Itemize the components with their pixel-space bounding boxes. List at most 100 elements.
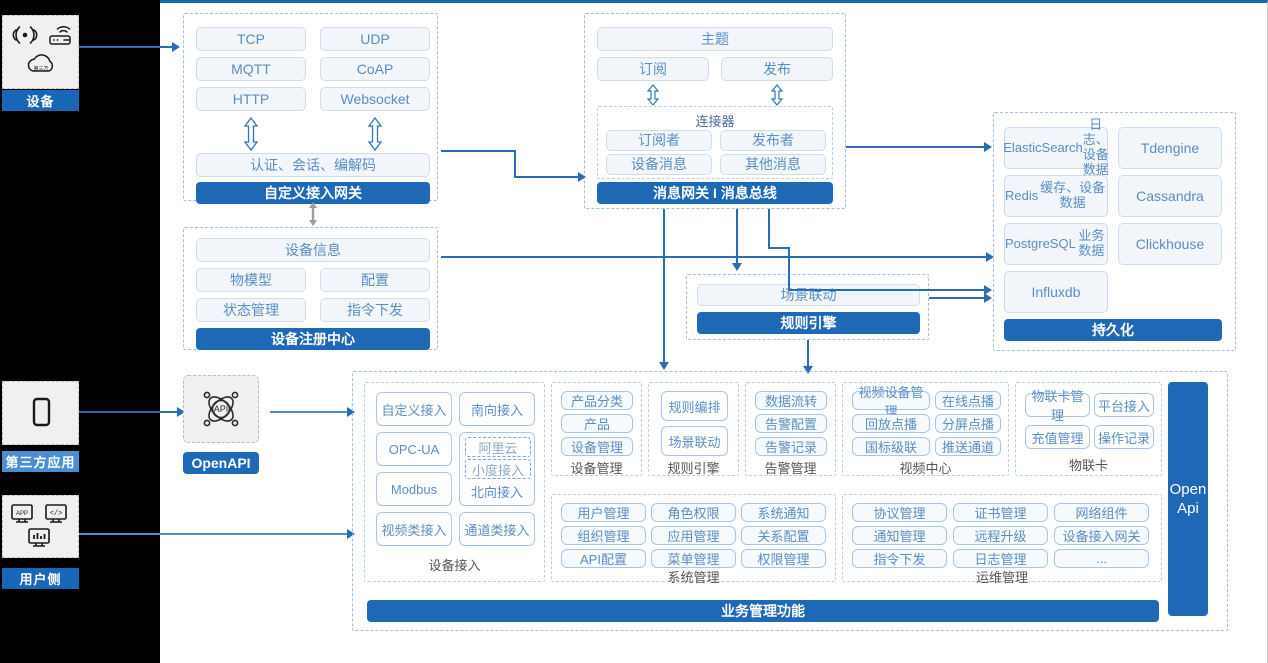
store-elasticsearch[interactable]: ElasticSearch 日志、设备数据: [1003, 117, 1109, 177]
ic-card-manage[interactable]: 物联卡管理: [1025, 389, 1090, 423]
sm-perm-manage[interactable]: 权限管理: [741, 549, 826, 568]
custom-access-gateway-bar[interactable]: 自定义接入网关: [196, 182, 430, 204]
store-cassandra[interactable]: Cassandra: [1118, 175, 1222, 217]
dm-device-manage[interactable]: 设备管理: [561, 437, 633, 456]
protocol-tcp[interactable]: TCP: [196, 27, 306, 51]
om-protocol-manage[interactable]: 协议管理: [852, 503, 947, 522]
protocol-udp[interactable]: UDP: [320, 27, 430, 51]
store-tdengine[interactable]: Tdengine: [1118, 127, 1222, 169]
message-to-rule-line: [736, 209, 738, 265]
device-icons-group: 第三方: [12, 25, 71, 72]
wifi-signal-icon: [12, 26, 37, 44]
vc-push-channel[interactable]: 推送通道: [935, 437, 1001, 456]
store-clickhouse[interactable]: Clickhouse: [1118, 223, 1222, 265]
rule-engine-bar[interactable]: 规则引擎: [697, 312, 920, 334]
om-device-gateway[interactable]: 设备接入网关: [1054, 526, 1149, 545]
connector-publisher[interactable]: 发布者: [720, 130, 826, 151]
sm-user-manage[interactable]: 用户管理: [561, 503, 646, 522]
message-to-persist-line-b: [768, 247, 790, 249]
vc-split-screen[interactable]: 分屏点播: [935, 414, 1001, 433]
alarm-manage-group: 数据流转 告警配置 告警记录 告警管理: [745, 382, 836, 476]
subscribe-chip[interactable]: 订阅: [597, 57, 709, 81]
store-redis-sub: 缓存、设备数据: [1040, 180, 1106, 210]
nested-xiaodu[interactable]: 小度接入: [465, 459, 531, 479]
config-chip[interactable]: 配置: [320, 268, 430, 292]
registry-to-persistence-arrow: [986, 252, 994, 262]
sm-menu-manage[interactable]: 菜单管理: [651, 549, 736, 568]
open-api-vertical-bar[interactable]: Open Api: [1168, 382, 1208, 616]
connector-other-msg[interactable]: 其他消息: [720, 154, 826, 175]
state-manage-chip[interactable]: 状态管理: [196, 298, 306, 322]
connector-device-msg[interactable]: 设备消息: [606, 154, 712, 175]
persistence-bar[interactable]: 持久化: [1004, 319, 1222, 341]
ic-recharge[interactable]: 充值管理: [1025, 425, 1090, 449]
protocol-coap[interactable]: CoAP: [320, 57, 430, 81]
svg-text:</>: </>: [49, 510, 62, 518]
auth-session-codec[interactable]: 认证、会话、编解码: [196, 153, 430, 177]
om-network-component[interactable]: 网络组件: [1054, 503, 1149, 522]
openapi-bar[interactable]: OpenAPI: [183, 452, 259, 474]
access-custom[interactable]: 自定义接入: [376, 392, 452, 426]
mobile-phone-icon: [32, 397, 50, 427]
ic-operation-log[interactable]: 操作记录: [1094, 425, 1154, 449]
om-command-issue[interactable]: 指令下发: [852, 549, 947, 568]
sm-api-config[interactable]: API配置: [561, 549, 646, 568]
am-data-flow[interactable]: 数据流转: [755, 391, 827, 410]
protocol-websocket[interactable]: Websocket: [320, 87, 430, 111]
code-window-icon: </>: [44, 503, 67, 523]
ic-platform-access[interactable]: 平台接入: [1094, 393, 1154, 417]
access-video[interactable]: 视频类接入: [376, 512, 452, 546]
connector-subscriber[interactable]: 订阅者: [606, 130, 712, 151]
access-southbound[interactable]: 南向接入: [459, 392, 535, 426]
sm-org-manage[interactable]: 组织管理: [561, 526, 646, 545]
om-more[interactable]: ...: [1054, 549, 1149, 568]
gateway-to-message-line-a: [441, 150, 516, 152]
re-rule-orchestration[interactable]: 规则编排: [661, 391, 728, 421]
om-log-manage[interactable]: 日志管理: [953, 549, 1048, 568]
sm-relation-cfg[interactable]: 关系配置: [741, 526, 826, 545]
am-alarm-record[interactable]: 告警记录: [755, 437, 827, 456]
access-modbus[interactable]: Modbus: [376, 472, 452, 506]
sm-app-manage[interactable]: 应用管理: [651, 526, 736, 545]
topic-chip[interactable]: 主题: [597, 27, 833, 51]
thirdparty-to-openapi-line: [79, 411, 179, 413]
store-postgresql-name: PostgreSQL: [1005, 235, 1076, 251]
system-manage-caption: 系统管理: [667, 570, 720, 585]
scene-linkage-chip[interactable]: 场景联动: [697, 284, 920, 306]
om-cert-manage[interactable]: 证书管理: [953, 503, 1048, 522]
am-alarm-config[interactable]: 告警配置: [755, 414, 827, 433]
publish-chip[interactable]: 发布: [721, 57, 833, 81]
access-northbound[interactable]: 阿里云 小度接入 北向接入: [459, 432, 535, 506]
dm-product[interactable]: 产品: [561, 414, 633, 433]
sm-sys-notice[interactable]: 系统通知: [741, 503, 826, 522]
nested-aliyun[interactable]: 阿里云: [465, 437, 531, 457]
access-opcua[interactable]: OPC-UA: [376, 432, 452, 466]
svg-text:APP: APP: [15, 511, 27, 517]
message-to-business-line: [663, 209, 665, 364]
protocol-mqtt[interactable]: MQTT: [196, 57, 306, 81]
om-remote-upgrade[interactable]: 远程升级: [953, 526, 1048, 545]
vc-playback[interactable]: 回放点播: [852, 414, 930, 433]
om-notice-manage[interactable]: 通知管理: [852, 526, 947, 545]
business-function-bar[interactable]: 业务管理功能: [367, 600, 1159, 622]
store-influxdb[interactable]: Influxdb: [1004, 271, 1108, 313]
device-access-caption: 设备接入: [428, 558, 481, 573]
access-channel[interactable]: 通道类接入: [459, 512, 535, 546]
vc-video-device-manage[interactable]: 视频设备管理: [852, 385, 930, 419]
protocol-http[interactable]: HTTP: [196, 87, 306, 111]
sm-role-perm[interactable]: 角色权限: [651, 503, 736, 522]
dm-product-category[interactable]: 产品分类: [561, 391, 633, 410]
store-redis[interactable]: Redis 缓存、设备数据: [1004, 175, 1108, 217]
message-to-persist-line-a: [768, 209, 770, 249]
vc-online-play[interactable]: 在线点播: [935, 391, 1001, 410]
third-party-label: 第三方应用: [2, 451, 79, 472]
re-scene-linkage[interactable]: 场景联动: [661, 426, 728, 456]
device-info-chip[interactable]: 设备信息: [196, 238, 430, 262]
command-issue-chip[interactable]: 指令下发: [320, 298, 430, 322]
store-postgresql[interactable]: PostgreSQL 业务数据: [1004, 223, 1108, 265]
device-registry-bar[interactable]: 设备注册中心: [196, 328, 430, 350]
vc-gb-cascade[interactable]: 国标级联: [852, 437, 930, 456]
thing-model-chip[interactable]: 物模型: [196, 268, 306, 292]
app-window-icon: APP: [10, 503, 33, 523]
message-gateway-bar[interactable]: 消息网关 I 消息总线: [597, 182, 833, 204]
